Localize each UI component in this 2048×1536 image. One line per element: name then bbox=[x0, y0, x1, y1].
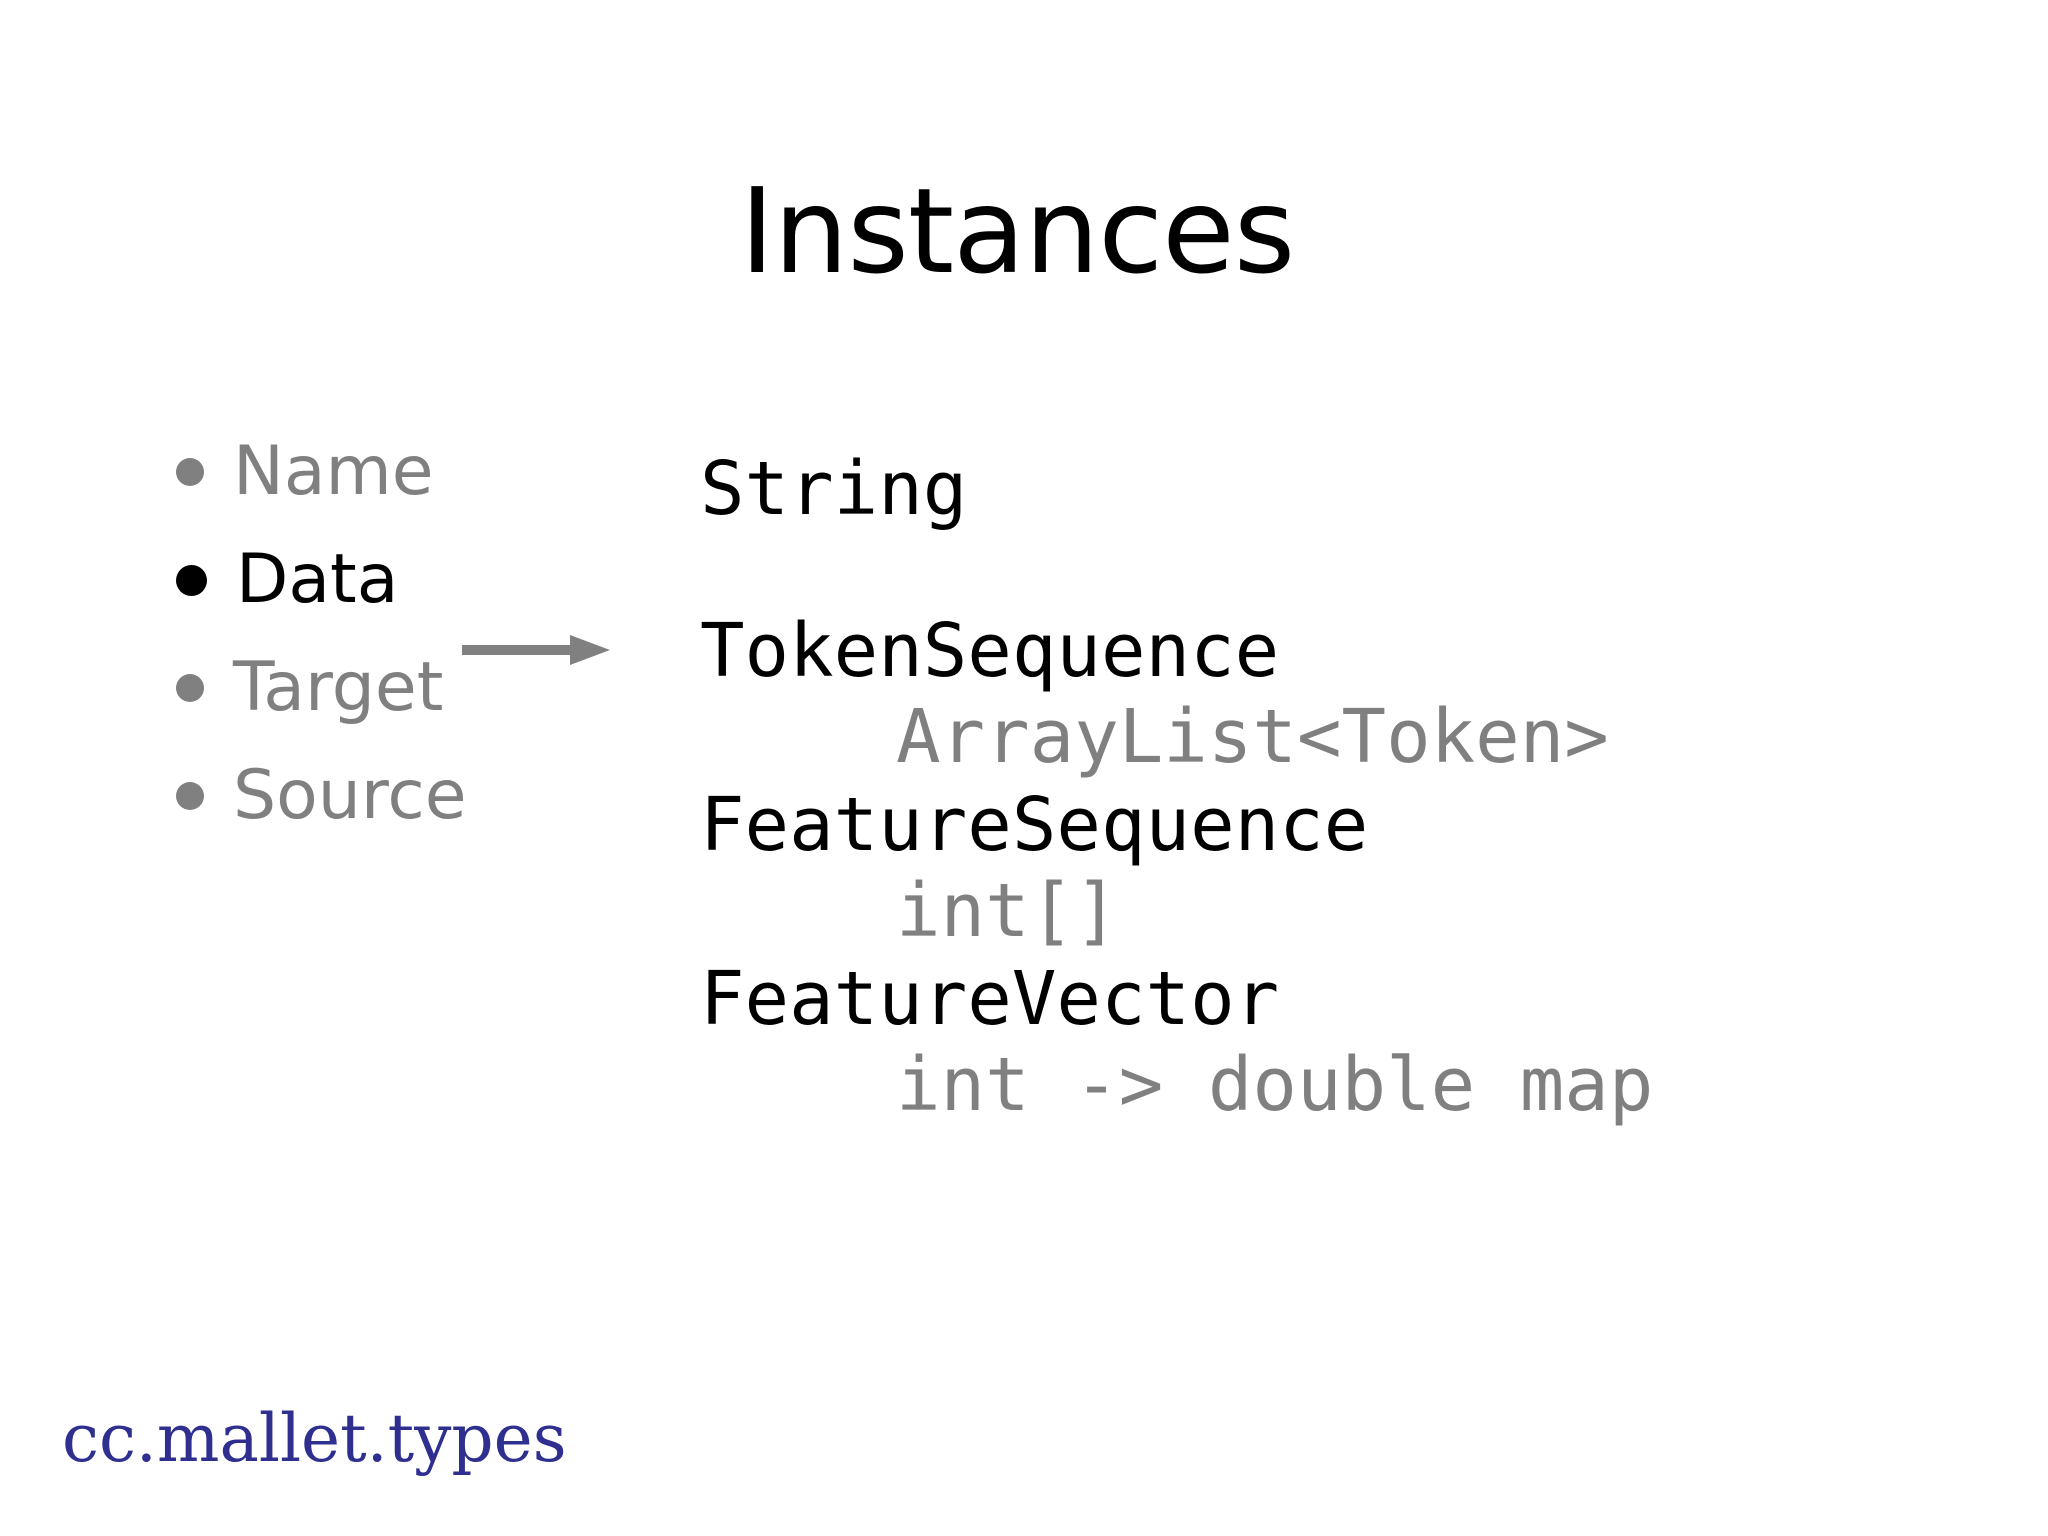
page-title: Instances bbox=[739, 162, 1295, 300]
bullet-dot-icon bbox=[176, 458, 204, 486]
type-name-featurevector: FeatureVector bbox=[700, 956, 1280, 1042]
type-name-string: String bbox=[700, 446, 968, 532]
list-item[interactable]: Data bbox=[160, 526, 630, 634]
bullet-label-name: Name bbox=[233, 432, 434, 511]
list-item[interactable]: Target bbox=[160, 634, 630, 742]
bullet-dot-icon bbox=[176, 564, 207, 596]
list-item[interactable]: Name bbox=[160, 418, 630, 526]
right-arrow-icon bbox=[462, 635, 610, 665]
type-impl-featuresequence: int[] bbox=[896, 868, 1119, 954]
list-item[interactable]: Source bbox=[160, 742, 630, 850]
instance-fields-list: Name Data Target Source bbox=[160, 418, 630, 850]
bullet-dot-icon bbox=[176, 674, 204, 702]
type-name-tokensequence: TokenSequence bbox=[700, 608, 1280, 694]
type-impl-tokensequence: ArrayList<Token> bbox=[896, 694, 1609, 780]
data-type-list: String TokenSequence ArrayList<Token> Fe… bbox=[700, 452, 1920, 1136]
bullet-label-data: Data bbox=[236, 540, 399, 619]
bullet-label-target: Target bbox=[233, 648, 444, 727]
package-footer-label: cc.mallet.types bbox=[62, 1400, 567, 1477]
bullet-label-source: Source bbox=[233, 756, 467, 835]
type-name-featuresequence: FeatureSequence bbox=[700, 782, 1369, 868]
type-impl-featurevector: int -> double map bbox=[896, 1042, 1654, 1128]
bullet-dot-icon bbox=[176, 782, 204, 810]
